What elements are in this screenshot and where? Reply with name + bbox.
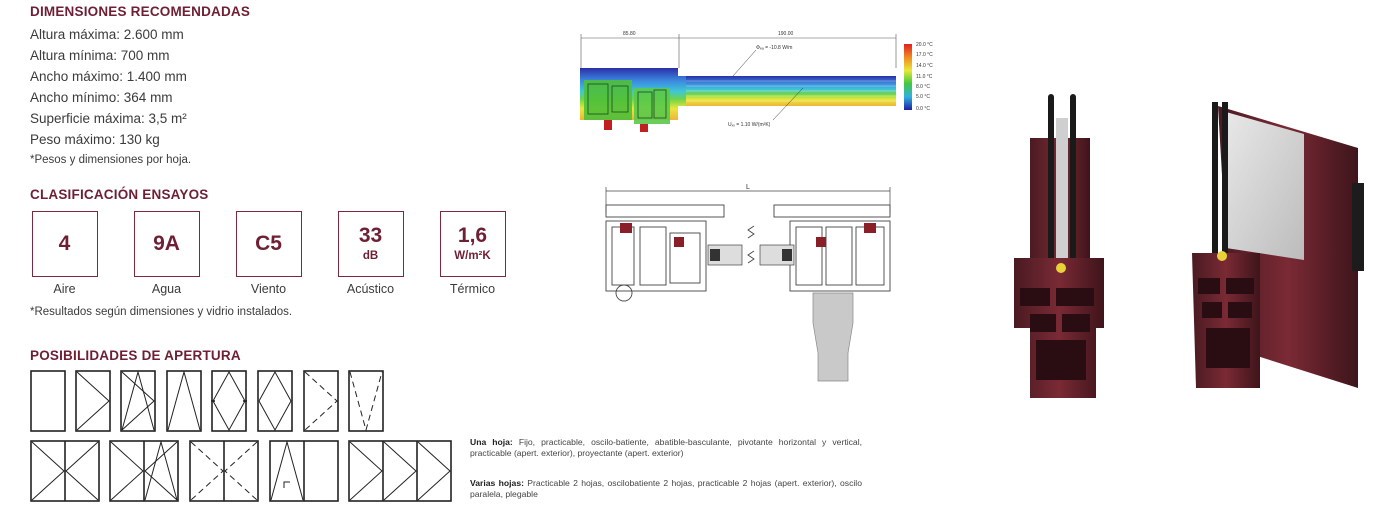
dimension-item: Superficie máxima: 3,5 m² bbox=[30, 111, 187, 126]
scale-label: 8.0 °C bbox=[916, 84, 930, 90]
badge-box: 4 bbox=[31, 211, 98, 277]
scale-label: 20.0 °C bbox=[916, 42, 933, 48]
opening-projecting-icon bbox=[348, 370, 384, 432]
opening-double-outward-icon bbox=[189, 440, 259, 502]
dimensions-list: Altura máxima: 2.600 mm Altura mínima: 7… bbox=[30, 24, 191, 170]
badge-acustico: 33 dB Acústico bbox=[336, 211, 405, 296]
profile-section-render bbox=[1014, 94, 1104, 398]
scale-label: 0.0 °C bbox=[916, 106, 930, 112]
badge-label: Agua bbox=[151, 282, 182, 296]
dimensions-note: *Pesos y dimensiones por hoja. bbox=[30, 154, 192, 166]
opening-fixed-icon bbox=[30, 370, 66, 432]
temperature-scale bbox=[904, 44, 912, 110]
badge-unit: dB bbox=[362, 250, 379, 262]
multi-leaf-title: Varias hojas: bbox=[470, 478, 524, 488]
badge-value: 33 bbox=[358, 224, 383, 247]
opening-tilt-icon bbox=[166, 370, 202, 432]
opening-pivot-vertical-icon bbox=[257, 370, 293, 432]
badge-label: Acústico bbox=[346, 282, 395, 296]
badge-value: 1,6 bbox=[457, 224, 488, 247]
length-label: L bbox=[746, 184, 750, 191]
badge-value: 9A bbox=[153, 232, 180, 255]
multi-leaf-text: Practicable 2 hojas, oscilobatiente 2 ho… bbox=[470, 478, 862, 499]
u-label: Uₓₓ = 1.10 W/(m²K) bbox=[728, 122, 771, 128]
badge-unit: W/m²K bbox=[454, 250, 491, 262]
dimension-item: Altura máxima: 2.600 mm bbox=[30, 27, 184, 42]
dimension-item: Altura mínima: 700 mm bbox=[30, 48, 170, 63]
dim-left-label: 85.80 bbox=[623, 31, 636, 37]
phi-label: Φₑₐ = -10.8 W/m bbox=[756, 45, 792, 51]
badge-viento: C5 Viento bbox=[234, 211, 303, 296]
opening-folding-icon bbox=[348, 440, 452, 502]
opening-casement-icon bbox=[75, 370, 111, 432]
opening-outward-casement-icon bbox=[303, 370, 339, 432]
scale-label: 11.0 °C bbox=[916, 74, 933, 80]
badge-value: C5 bbox=[255, 232, 282, 255]
opening-heading: POSIBILIDADES DE APERTURA bbox=[30, 348, 241, 363]
tests-note: *Resultados según dimensiones y vidrio i… bbox=[30, 306, 293, 318]
opening-pivot-horizontal-icon bbox=[211, 370, 247, 432]
scale-label: 5.0 °C bbox=[916, 94, 930, 100]
scale-label: 17.0 °C bbox=[916, 52, 933, 58]
multi-leaf-description: Varias hojas: Practicable 2 hojas, oscil… bbox=[470, 478, 862, 499]
badge-agua: 9A Agua bbox=[132, 211, 201, 296]
badge-label: Aire bbox=[53, 282, 76, 296]
tests-heading: CLASIFICACIÓN ENSAYOS bbox=[30, 187, 209, 202]
test-badges: 4 Aire 9A Agua C5 Viento 33 dB Acústico 1… bbox=[30, 211, 507, 296]
scale-label: 14.0 °C bbox=[916, 63, 933, 69]
dimensions-heading: DIMENSIONES RECOMENDADAS bbox=[30, 4, 251, 19]
dimension-item: Ancho máximo: 1.400 mm bbox=[30, 69, 187, 84]
opening-diagrams bbox=[30, 370, 452, 502]
opening-double-casement-icon bbox=[30, 440, 100, 502]
badge-label: Viento bbox=[250, 282, 287, 296]
dimension-item: Peso máximo: 130 kg bbox=[30, 132, 160, 147]
handle-shape bbox=[812, 292, 854, 382]
badge-box: 33 dB bbox=[337, 211, 404, 277]
badge-box: C5 bbox=[235, 211, 302, 277]
opening-double-tilt-turn-icon bbox=[109, 440, 179, 502]
single-leaf-description: Una hoja: Fijo, practicable, oscilo-bati… bbox=[470, 437, 862, 458]
technical-section-drawing: L bbox=[605, 184, 891, 382]
single-leaf-title: Una hoja: bbox=[470, 437, 513, 447]
badge-box: 9A bbox=[133, 211, 200, 277]
window-corner-render bbox=[1192, 102, 1364, 388]
dimension-item: Ancho mínimo: 364 mm bbox=[30, 90, 173, 105]
thermal-simulation: 85.80 190.00 Φₑₐ = -10.8 W/m Uₓₓ = 1.10 … bbox=[580, 31, 933, 132]
badge-value: 4 bbox=[58, 232, 71, 255]
dim-right-label: 190.00 bbox=[778, 31, 794, 37]
single-leaf-text: Fijo, practicable, oscilo-batiente, abat… bbox=[470, 437, 862, 458]
profile-renderings bbox=[1014, 94, 1364, 398]
badge-aire: 4 Aire bbox=[30, 211, 99, 296]
opening-parallel-slide-icon bbox=[269, 440, 339, 502]
badge-label: Térmico bbox=[449, 282, 496, 296]
opening-tilt-turn-icon bbox=[120, 370, 156, 432]
